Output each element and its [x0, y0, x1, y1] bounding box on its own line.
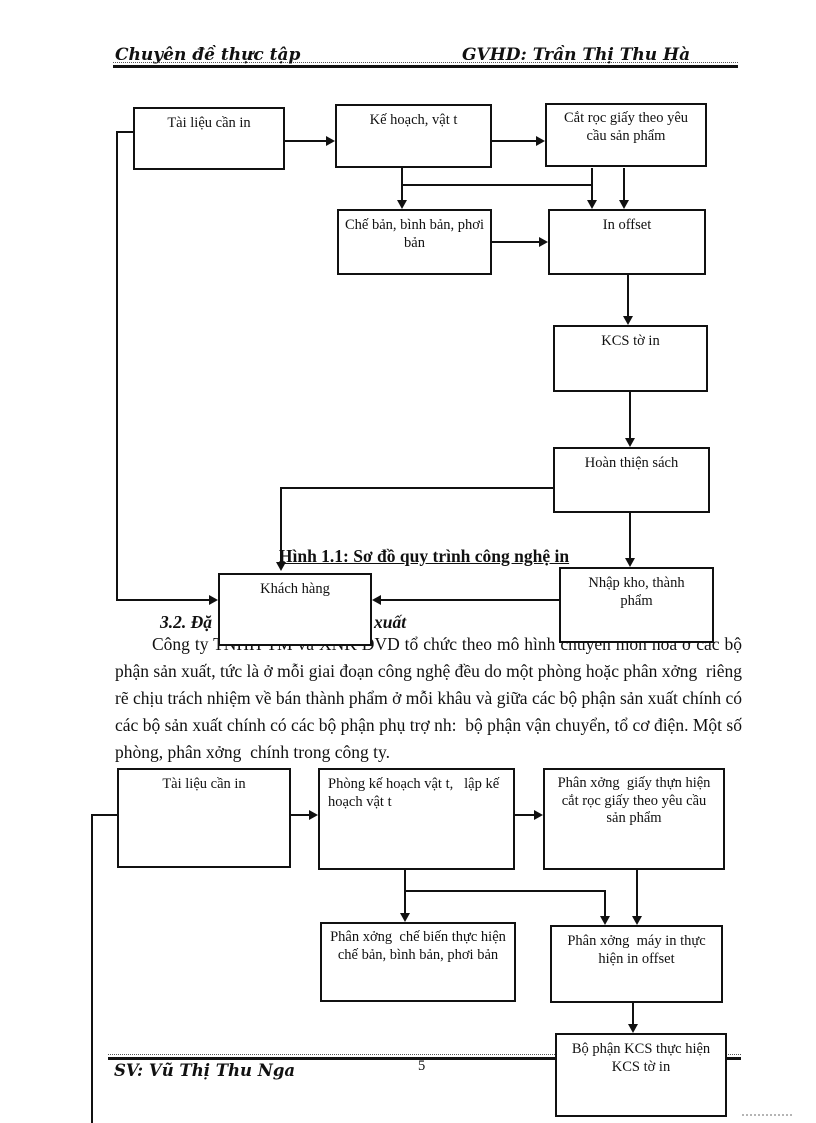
connector-line — [591, 168, 593, 202]
flow2-box-phong-ke-hoach: Phòng kế hoạch vật t, lập kế hoạch vật t — [318, 768, 515, 870]
arrow-head — [623, 316, 633, 325]
connector-line — [401, 184, 403, 202]
section-heading-start: 3.2. Đặ — [160, 612, 213, 632]
flow2-box-tai-lieu-can-in: Tài liệu cần in — [117, 768, 291, 868]
connector-line — [515, 814, 536, 816]
flow1-box-tai-lieu-can-in: Tài liệu cần in — [133, 107, 285, 170]
arrow-head — [309, 810, 318, 820]
connector-line — [117, 131, 134, 133]
connector-line — [401, 184, 593, 186]
figure-caption: Hình 1.1: Sơ đồ quy trình công nghệ in — [278, 546, 570, 566]
arrow-head — [536, 136, 545, 146]
arrow-head — [397, 200, 407, 209]
arrow-head — [619, 200, 629, 209]
connector-line — [291, 814, 311, 816]
arrow-head — [587, 200, 597, 209]
connector-line — [632, 1003, 634, 1026]
flow1-box-kcs-to-in: KCS tờ in — [553, 325, 708, 392]
arrow-head — [534, 810, 543, 820]
flow1-box-cat-roc-giay: Cắt rọc giấy theo yêu cầu sản phẩm — [545, 103, 707, 167]
connector-line — [404, 868, 406, 892]
header-course-title: Chuyên đề thực tập — [115, 45, 301, 65]
flow2-box-phan-xuong-may-in: Phân xởng máy in thực hiện in offset — [550, 925, 723, 1003]
flow1-box-khach-hang: Khách hàng — [218, 573, 372, 646]
arrow-head — [326, 136, 335, 146]
connector-line — [116, 599, 211, 601]
flow1-box-ke-hoach-vat-tu: Kế hoạch, vật t — [335, 104, 492, 168]
arrow-head — [372, 595, 381, 605]
arrow-head — [539, 237, 548, 247]
flow1-box-che-ban: Chế bản, bình bản, phơi bản — [337, 209, 492, 275]
connector-line — [92, 814, 118, 816]
arrow-head — [600, 916, 610, 925]
arrow-head — [209, 595, 218, 605]
arrow-head — [276, 562, 286, 571]
connector-line — [636, 870, 638, 918]
connector-line — [627, 275, 629, 318]
flow1-box-hoan-thien-sach: Hoàn thiện sách — [553, 447, 710, 513]
dotted-scan-artifact — [742, 1114, 792, 1116]
flow1-box-nhap-kho: Nhập kho, thành phẩm — [559, 567, 714, 643]
connector-line — [116, 131, 118, 601]
connector-line — [91, 814, 93, 1123]
connector-line — [285, 140, 328, 142]
flow1-box-in-offset: In offset — [548, 209, 706, 275]
connector-line — [629, 392, 631, 440]
header-rule — [113, 62, 738, 68]
arrow-head — [628, 1024, 638, 1033]
arrow-head — [400, 913, 410, 922]
footer-rule — [108, 1054, 741, 1060]
connector-line — [404, 890, 606, 892]
arrow-head — [625, 438, 635, 447]
connector-line — [404, 890, 406, 915]
connector-line — [492, 140, 538, 142]
flow2-box-bo-phan-kcs: Bộ phận KCS thực hiện KCS tờ in — [555, 1033, 727, 1117]
flow2-box-phan-xuong-giay: Phân xởng giấy thựn hiện cắt rọc giấy th… — [543, 768, 725, 870]
arrow-head — [625, 558, 635, 567]
flow2-box-phan-xuong-che-bien: Phân xởng chế biến thực hiện chế bản, bì… — [320, 922, 516, 1002]
connector-line — [401, 168, 403, 186]
connector-line — [623, 168, 625, 202]
connector-line — [604, 890, 606, 918]
footer-author: SV: Vũ Thị Thu Nga — [114, 1061, 296, 1080]
connector-line — [380, 599, 559, 601]
connector-line — [492, 241, 541, 243]
header-supervisor: GVHD: Trần Thị Thu Hà — [462, 45, 691, 65]
body-paragraph: Công ty TNHH TM và XNK DVD tổ chức theo … — [115, 634, 747, 762]
section-heading-end: xuất — [374, 612, 407, 632]
page-number: 5 — [418, 1058, 426, 1074]
connector-line — [629, 513, 631, 560]
connector-line — [281, 487, 553, 489]
connector-line — [280, 487, 282, 564]
arrow-head — [632, 916, 642, 925]
